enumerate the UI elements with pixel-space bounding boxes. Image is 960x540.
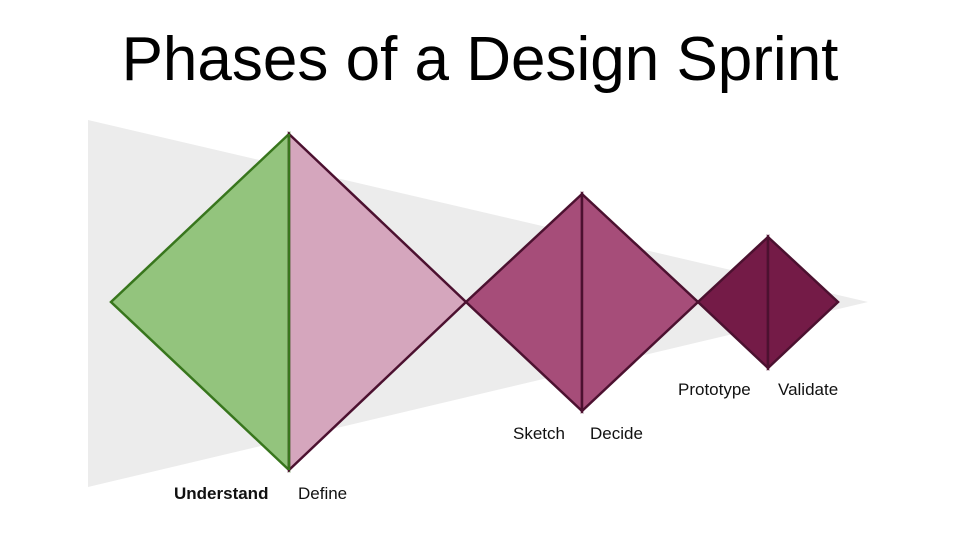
validate-shape [766, 234, 840, 371]
decide-shape [580, 191, 700, 414]
define-shape [287, 131, 468, 473]
phase-label-understand: Understand [174, 484, 269, 503]
prototype-shape [696, 234, 770, 371]
phase-label-validate: Validate [778, 380, 839, 399]
page-title: Phases of a Design Sprint [121, 25, 839, 94]
phase-label-decide: Decide [590, 424, 643, 443]
phase-label-define: Define [298, 484, 348, 503]
phase-label-prototype: Prototype [678, 380, 751, 399]
phase-label-sketch: Sketch [513, 424, 565, 443]
